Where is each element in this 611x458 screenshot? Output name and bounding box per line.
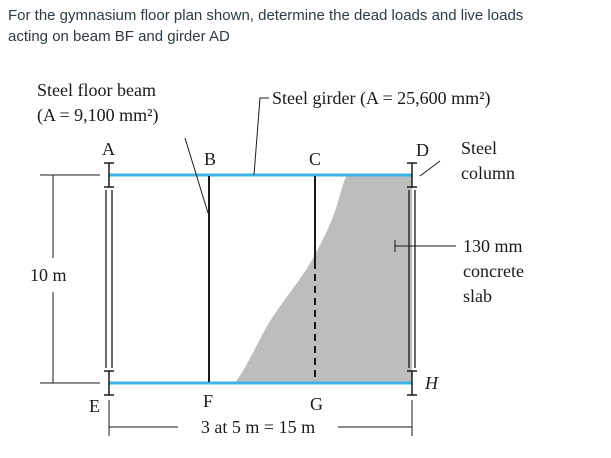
girder-label: Steel girder (A = 25,600 mm²) <box>272 88 491 109</box>
point-g-label: G <box>310 394 323 414</box>
slab-label-line-3: slab <box>463 286 492 306</box>
column-label-leader <box>419 160 441 177</box>
column-a-symbol <box>104 162 114 188</box>
column-label-line-2: column <box>461 163 515 183</box>
beam-label-line-1: Steel floor beam <box>37 80 156 100</box>
column-h-symbol <box>407 370 417 396</box>
point-f-label: F <box>203 391 213 411</box>
beam-ae <box>105 190 113 368</box>
point-e-label: E <box>89 396 100 416</box>
point-c-label: C <box>309 149 321 169</box>
question-text: For the gymnasium floor plan shown, dete… <box>8 5 598 47</box>
point-a-label: A <box>102 139 115 159</box>
beam-dh <box>408 190 416 368</box>
slab-label-line-2: concrete <box>463 261 524 281</box>
column-d-symbol <box>407 162 417 188</box>
span-dimension <box>108 400 413 436</box>
point-b-label: B <box>204 149 216 169</box>
question-line-2: acting on beam BF and girder AD <box>8 28 230 45</box>
question-line-1: For the gymnasium floor plan shown, dete… <box>8 7 524 24</box>
height-dimension-label: 10 m <box>30 265 67 285</box>
column-label-line-1: Steel <box>461 138 497 158</box>
point-h-label: H <box>424 373 439 393</box>
girder-label-leader <box>253 97 269 176</box>
span-dimension-label: 3 at 5 m = 15 m <box>201 417 315 437</box>
column-e-symbol <box>104 370 114 396</box>
height-dimension <box>40 174 100 384</box>
beam-label-leader <box>184 137 209 214</box>
beam-label-line-2: (A = 9,100 mm²) <box>37 105 159 126</box>
concrete-slab-shading <box>235 175 412 383</box>
slab-label-line-1: 130 mm <box>463 236 523 256</box>
point-d-label: D <box>416 140 429 160</box>
